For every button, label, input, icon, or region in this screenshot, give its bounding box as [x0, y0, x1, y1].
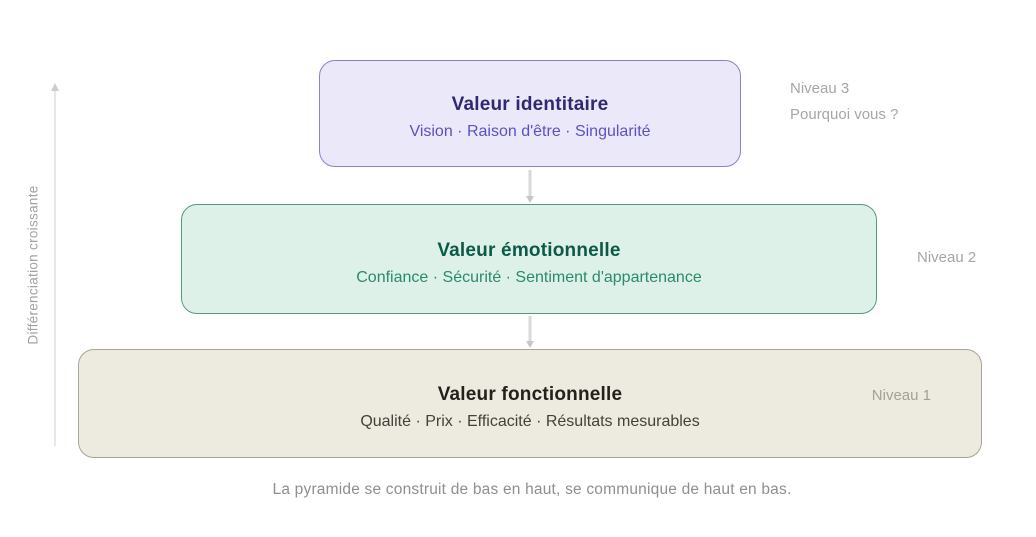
level-1-subtitle: Qualité · Prix · Efficacité · Résultats … — [360, 413, 700, 430]
level-3-identity-box: Valeur identitaire Vision · Raison d'êtr… — [319, 60, 741, 167]
down-arrow-icon — [526, 170, 534, 203]
level-3-label: Niveau 3 — [790, 80, 850, 97]
level-1-label: Niveau 1 — [871, 387, 931, 404]
differentiation-axis-label: Différenciation croissante — [25, 185, 41, 345]
level-3-sublabel: Pourquoi vous ? — [790, 106, 899, 123]
level-3-title: Valeur identitaire — [451, 94, 609, 115]
level-2-title: Valeur émotionnelle — [437, 239, 621, 261]
down-arrow-icon — [526, 316, 534, 348]
up-arrow-icon — [51, 83, 59, 446]
level-1-functional-box: Valeur fonctionnelle Qualité · Prix · Ef… — [78, 349, 982, 458]
level-3-subtitle: Vision · Raison d'être · Singularité — [409, 123, 651, 140]
level-2-annotation: Niveau 2 — [917, 245, 976, 271]
level-3-annotation: Niveau 3 Pourquoi vous ? — [790, 76, 898, 128]
pyramid-caption: La pyramide se construit de bas en haut,… — [272, 481, 792, 498]
level-2-label: Niveau 2 — [917, 249, 977, 266]
level-2-emotional-box: Valeur émotionnelle Confiance · Sécurité… — [181, 204, 877, 314]
level-1-title: Valeur fonctionnelle — [437, 384, 623, 405]
level-2-subtitle: Confiance · Sécurité · Sentiment d'appar… — [356, 268, 702, 286]
